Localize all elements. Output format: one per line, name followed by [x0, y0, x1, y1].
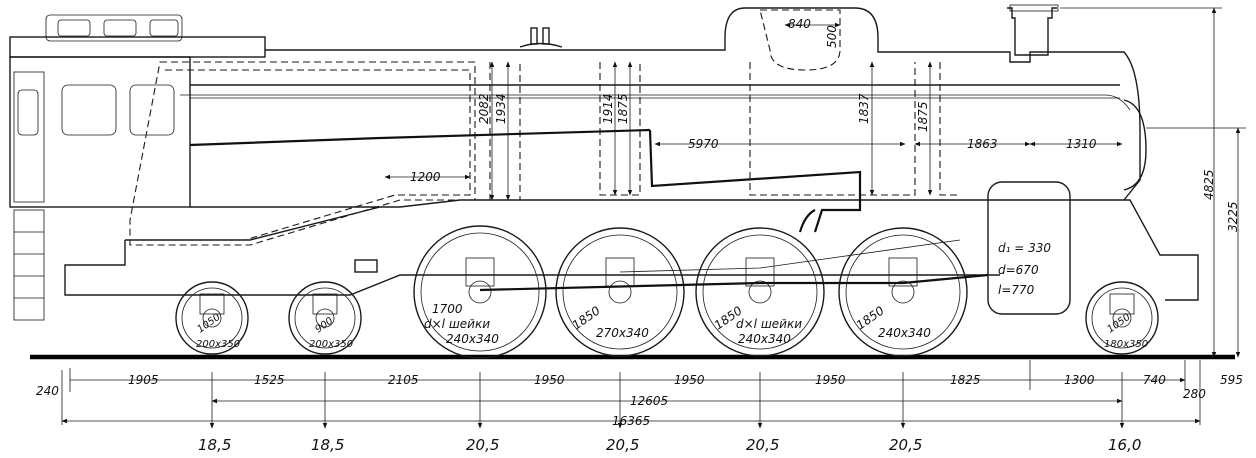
spacing-1950-c-label: 1950 — [815, 373, 846, 387]
driver-2-journal-label: 270x340 — [596, 326, 649, 340]
driving-wheel-3 — [695, 227, 825, 357]
trailing-wheel-1 — [175, 281, 249, 355]
spacing-1950-a-label: 1950 — [534, 373, 565, 387]
driver-4-journal-label: 240x340 — [878, 326, 931, 340]
driver-3-journal-label: 240x340 — [738, 332, 791, 346]
spacing-1905-label: 1905 — [128, 373, 159, 387]
trailing-2-diam-label: 900 — [313, 315, 335, 335]
height-1875-b-label: 1875 — [916, 101, 930, 132]
height-1875-a-label: 1875 — [616, 93, 630, 124]
axle-load-1: 18,5 — [198, 436, 231, 454]
height-dimension-lines — [489, 7, 1246, 358]
boiler — [64, 4, 1199, 315]
axle-load-6: 20,5 — [889, 436, 922, 454]
height-4825-label: 4825 — [1202, 169, 1216, 200]
right-280-label: 280 — [1183, 387, 1206, 401]
trailing-1-journal-label: 200x350 — [196, 339, 240, 350]
axle-load-4: 20,5 — [606, 436, 639, 454]
height-3225-label: 3225 — [1226, 201, 1240, 232]
wheelbase-12605-label: 12605 — [630, 394, 668, 408]
leading-journal-label: 180x350 — [1104, 339, 1148, 350]
leading-diam-label: 1050 — [1105, 312, 1132, 336]
right-595-label: 595 — [1220, 373, 1243, 387]
spacing-1825-label: 1825 — [950, 373, 981, 387]
axle-load-5: 20,5 — [746, 436, 779, 454]
height-1934-label: 1934 — [494, 93, 508, 124]
spacing-2105-label: 2105 — [388, 373, 419, 387]
height-2082-label: 2082 — [477, 93, 491, 124]
spacing-1950-b-label: 1950 — [674, 373, 705, 387]
height-1837-label: 1837 — [857, 93, 871, 124]
lower-dimension-lines — [61, 360, 1201, 425]
dome-height-label: 500 — [825, 25, 839, 48]
driver-1-diam-label: 1700 — [432, 302, 463, 316]
length-16365-label: 16365 — [612, 414, 650, 428]
cylinder-d-label: d=670 — [998, 263, 1039, 277]
axle-load-2: 18,5 — [311, 436, 344, 454]
spacing-740-label: 740 — [1143, 373, 1166, 387]
trailing-1-diam-label: 1050 — [195, 312, 222, 336]
length-1863-label: 1863 — [967, 137, 998, 151]
length-5970-label: 5970 — [688, 137, 719, 151]
driver-1-journal-label: 240x340 — [446, 332, 499, 346]
cylinder-d1-label: d₁ = 330 — [998, 241, 1051, 255]
dome-width-label: 840 — [788, 17, 811, 31]
driver-1-note-label: d×l шейки — [424, 317, 490, 331]
driver-3-note-label: d×l шейки — [736, 317, 802, 331]
length-1310-label: 1310 — [1066, 137, 1097, 151]
spacing-1300-label: 1300 — [1064, 373, 1095, 387]
height-1914-label: 1914 — [601, 93, 615, 124]
driving-wheel-1 — [413, 225, 547, 359]
coupling-rod — [479, 273, 989, 292]
driving-wheel-4 — [838, 227, 968, 357]
cab — [9, 14, 266, 321]
length-1200-label: 1200 — [410, 170, 441, 184]
trailing-wheel-2 — [288, 281, 362, 355]
axle-load-7: 16,0 — [1108, 436, 1141, 454]
overhang-240-label: 240 — [36, 384, 59, 398]
trailing-2-journal-label: 200x350 — [309, 339, 353, 350]
axle-load-3: 20,5 — [466, 436, 499, 454]
axle-load-arrows — [209, 372, 1125, 429]
cylinder-l-label: l=770 — [998, 283, 1035, 297]
leading-wheel — [1085, 281, 1159, 355]
upper-length-lines — [384, 22, 1123, 180]
spacing-1525-label: 1525 — [254, 373, 285, 387]
